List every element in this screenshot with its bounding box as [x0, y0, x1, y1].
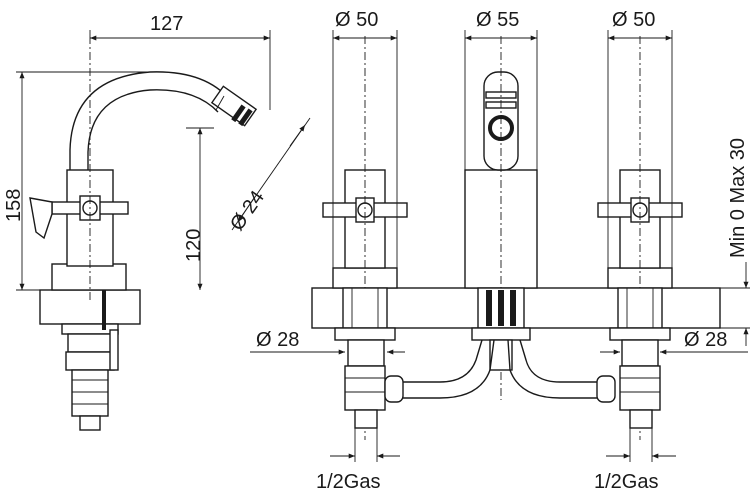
dim-deck-label: Min 0 Max 30 [727, 138, 749, 258]
dim-158-label: 158 [3, 189, 25, 222]
centre-spout [464, 36, 538, 400]
thread-right-label: 1/2Gas [594, 471, 658, 493]
right-valve [597, 36, 683, 440]
right-underdeck-fitting [596, 287, 671, 429]
flexible-hoses [403, 339, 597, 399]
spout-inner [87, 89, 219, 170]
side-underdeck-fitting [61, 290, 119, 431]
dim-55-label: Ø 55 [476, 9, 519, 31]
dim-50-left-label: Ø 50 [335, 9, 378, 31]
dim-24-label: Ø 24 [226, 187, 269, 235]
dim-120-label: 120 [183, 229, 205, 262]
dim-50-right-label: Ø 50 [612, 9, 655, 31]
dim-28-left-label: Ø 28 [256, 329, 299, 351]
dim-127-label: 127 [150, 13, 183, 35]
left-underdeck-fitting [334, 287, 404, 429]
thread-left-label: 1/2Gas [316, 471, 380, 493]
centre-underdeck-fitting [471, 287, 531, 371]
side-view: 127 158 120 Ø 24 [3, 13, 311, 431]
dim-28-right-label: Ø 28 [684, 329, 727, 351]
bidet-nozzle [210, 85, 258, 127]
front-view: Ø 50 Ø 55 Ø 50 Min 0 Max 30 Ø 28 Ø 28 1/… [250, 9, 750, 493]
side-base [51, 263, 127, 291]
spout-outer [69, 71, 231, 170]
